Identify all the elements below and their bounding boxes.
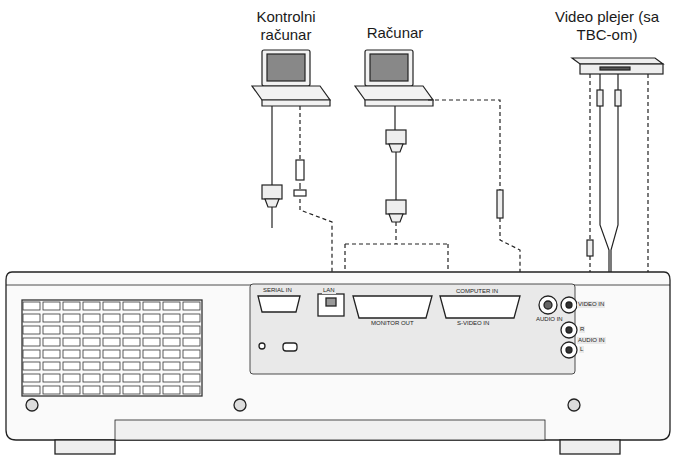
port-label: AUDIO IN [577,337,606,344]
port-label: VIDEO IN [577,301,605,308]
port-label: SERIAL IN [262,287,293,294]
drawing-part [345,243,448,244]
drawing-part [294,190,306,196]
drawing-part [389,144,403,152]
drawing-part [318,294,344,316]
drawing-part [597,90,603,106]
drawing-part [587,240,593,256]
drawing-part [283,343,297,351]
drawing-part [580,64,663,74]
drawing-part [615,90,621,106]
drawing-part [115,420,545,440]
port-label: COMPUTER IN [455,288,499,295]
drawing-part [252,86,330,100]
drawing-part [539,296,557,314]
drawing-part [600,67,630,70]
drawing-part [22,300,202,396]
device-name: Računar [350,24,440,42]
drawing-part [647,74,648,275]
drawing-part [386,200,406,214]
drawing-part [26,399,38,411]
drawing-part [370,54,408,81]
drawing-part [296,160,304,180]
drawing-part [258,296,300,312]
drawing-part [234,399,246,411]
drawing-part [560,440,620,454]
drawing-part [326,298,336,306]
port-label: L [579,346,584,353]
drawing-part [568,399,580,411]
port-label: AUDIO IN [535,316,564,323]
drawing-part [389,214,403,222]
computer [355,50,433,106]
drawing-part [566,347,572,353]
drawing-part [265,199,279,207]
drawing-part [395,222,396,244]
drawing-part [395,152,396,200]
drawing-part [262,50,310,86]
drawing-part [561,297,577,313]
drawing-part [600,74,618,90]
drawing-part [561,342,577,358]
drawing-part [355,86,433,100]
drawing-part [271,207,272,228]
drawing-part [561,322,577,338]
projector [6,272,670,454]
drawing-part [262,185,282,199]
drawing-part [353,296,432,318]
drawing-part [6,272,670,440]
drawing-part [262,100,330,106]
port-label: LAN [322,287,336,294]
drawing-part [267,54,305,81]
drawing-part [394,106,395,130]
drawing-part [250,284,575,374]
drawing-part [440,296,520,318]
drawing-part [566,327,572,333]
drawing-part [589,74,590,240]
drawing-part [300,185,332,283]
device-name: Video plejer (sa TBC-om) [555,8,659,44]
port-label: R [579,326,585,333]
drawing-part [572,58,663,64]
drawing-part [386,130,406,144]
device-heading: Video plejer (sa TBC-om) [555,8,659,44]
device-heading: Kontrolni računar [240,8,332,44]
port-label: MONITOR OUT [370,320,415,327]
drawing-part [497,190,503,218]
drawing-part [55,440,115,454]
control-computer [252,50,330,106]
drawing-part [566,302,572,308]
device-name: Kontrolni računar [240,8,332,44]
drawing-part [259,343,265,349]
drawing-part [428,100,500,190]
drawing-part [365,100,433,106]
drawing-part [544,301,552,309]
device-heading: Računar [350,24,440,42]
port-label: S-VIDEO IN [456,320,490,327]
drawing-part [271,106,272,185]
video-player [572,58,663,74]
drawing-part [365,50,413,86]
